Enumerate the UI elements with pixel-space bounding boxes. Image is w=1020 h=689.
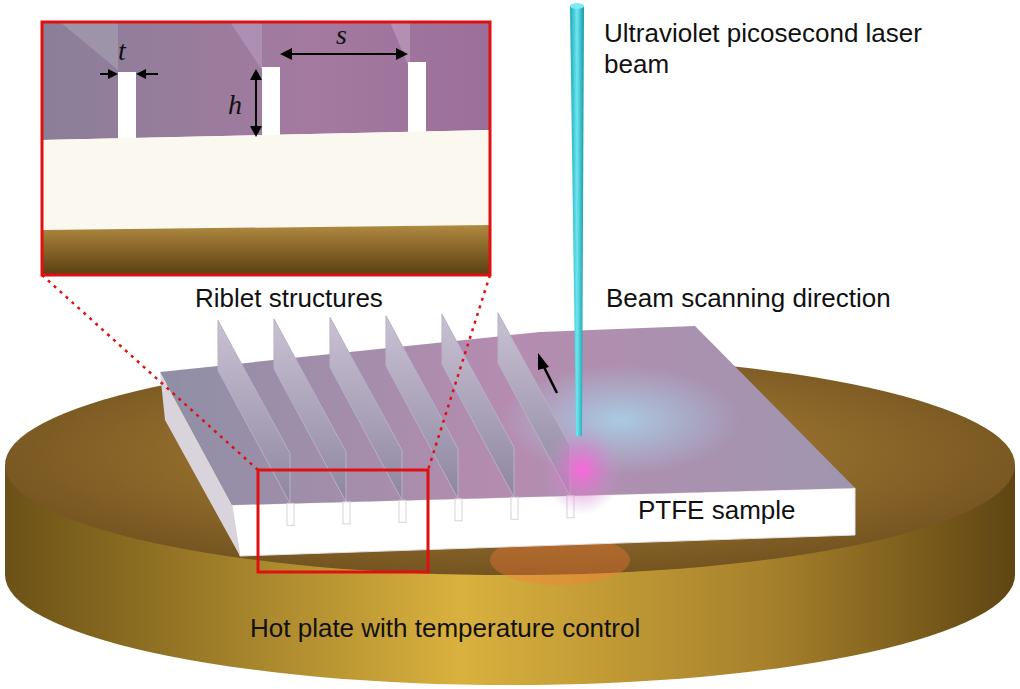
- zoom-frame: [258, 470, 428, 572]
- laser-beam-top: [570, 3, 584, 9]
- dimension-label: h: [228, 88, 242, 122]
- scan-arrowhead: [538, 353, 549, 370]
- inset-frame: [42, 22, 490, 275]
- part-label: PTFE sample: [638, 495, 796, 526]
- sample-left-side: [160, 372, 240, 556]
- dimension-label: s: [336, 18, 347, 52]
- riblet-fins: [218, 313, 574, 526]
- part-label: Beam scanning direction: [606, 283, 891, 314]
- part-label: Riblet structures: [195, 283, 383, 314]
- riblet-profile: [399, 500, 406, 522]
- beam-label: Ultraviolet picosecond laser beam: [604, 18, 984, 80]
- dimension-label: t: [118, 34, 126, 68]
- riblet-profile: [511, 497, 518, 519]
- scan-arrow: [543, 365, 557, 393]
- inset: [42, 22, 490, 275]
- part-label: Hot plate with temperature control: [250, 613, 640, 644]
- riblet-profile: [343, 502, 350, 524]
- ablation-glow: [542, 425, 622, 515]
- laser-beam: [570, 6, 584, 436]
- riblet-profile: [455, 499, 462, 521]
- zoom-leader: [428, 275, 490, 470]
- riblet-profile: [287, 503, 294, 525]
